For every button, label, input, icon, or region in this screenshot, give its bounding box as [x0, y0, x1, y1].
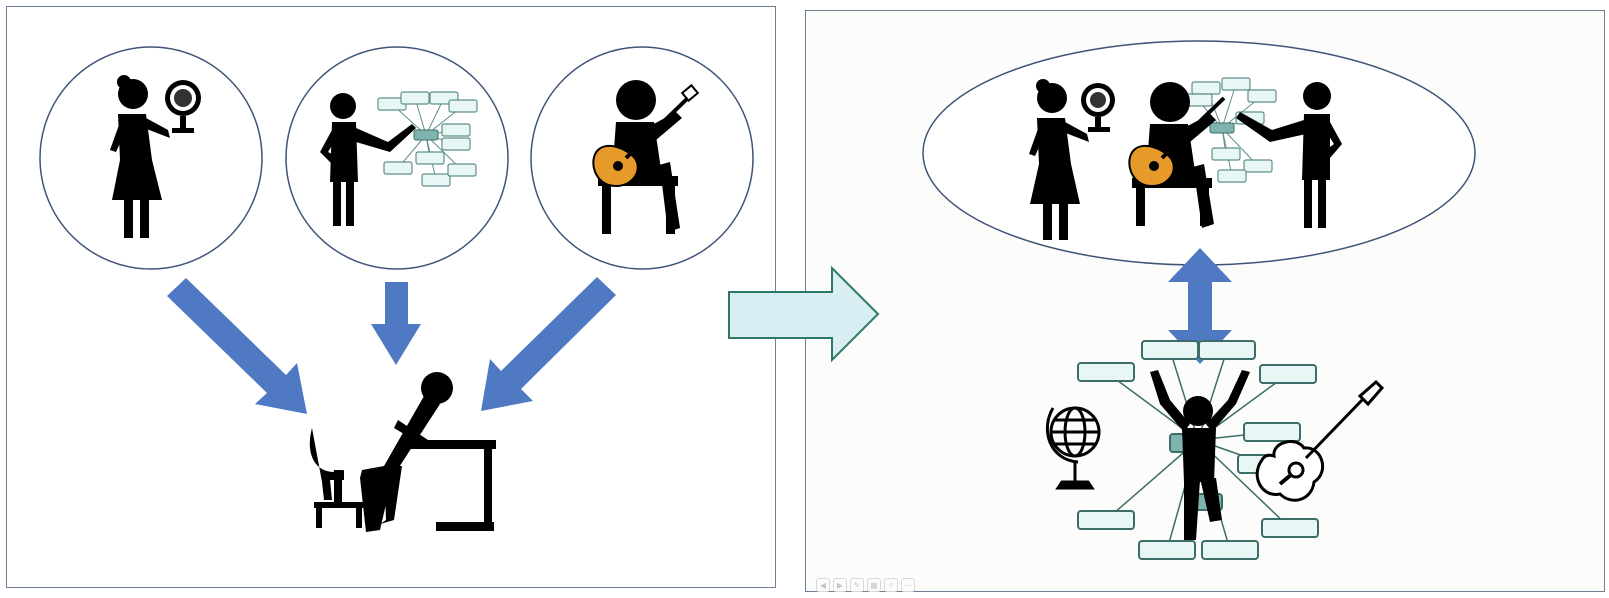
transition-arrow — [729, 268, 878, 360]
globe-icon — [1047, 408, 1099, 488]
frustrated-student-at-desk-icon — [310, 372, 496, 532]
slide-controls: ◀ ▶ ✎ ▦ ⌕ ⋯ — [816, 578, 915, 592]
more-icon[interactable]: ⋯ — [901, 578, 915, 592]
play-icon[interactable]: ▶ — [833, 578, 847, 592]
prev-icon[interactable]: ◀ — [816, 578, 830, 592]
grid-icon[interactable]: ▦ — [867, 578, 881, 592]
arrow-down-right — [167, 278, 307, 414]
circle-mindmap — [286, 47, 508, 269]
zoom-icon[interactable]: ⌕ — [884, 578, 898, 592]
arrow-down-left — [481, 277, 616, 411]
arrow-down-center — [371, 282, 421, 365]
pen-icon[interactable]: ✎ — [850, 578, 864, 592]
happy-student-icon — [1150, 370, 1250, 540]
group-ellipse — [923, 41, 1475, 265]
